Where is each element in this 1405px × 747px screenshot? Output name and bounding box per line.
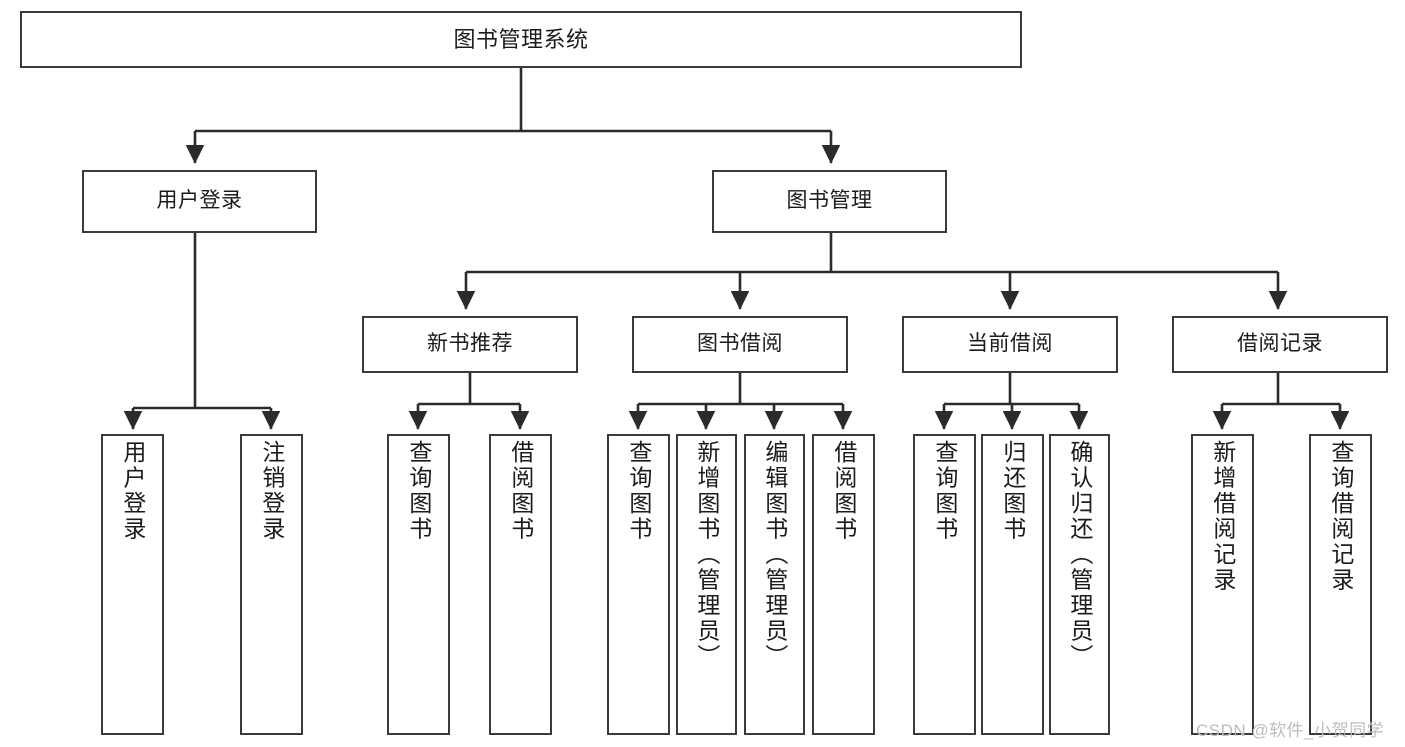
node-book-borrow[interactable]: 图书借阅 xyxy=(632,316,848,373)
node-label: 新增借阅记录 xyxy=(1209,440,1236,593)
node-borrow-record[interactable]: 借阅记录 xyxy=(1172,316,1388,373)
node-label: 借阅记录 xyxy=(1237,332,1323,356)
node-leaf-borrow-book[interactable]: 借阅图书 xyxy=(812,434,875,735)
node-leaf-return-book[interactable]: 归还图书 xyxy=(981,434,1044,735)
node-leaf-query-borrow-record[interactable]: 查询借阅记录 xyxy=(1309,434,1372,735)
node-label: 查询图书 xyxy=(625,440,652,542)
node-label: 借阅图书 xyxy=(830,440,857,542)
node-label: 查询图书 xyxy=(931,440,958,542)
node-leaf-logout-login[interactable]: 注销登录 xyxy=(240,434,303,735)
node-label: 用户登录 xyxy=(156,189,243,213)
node-leaf-query-book-borrow[interactable]: 查询图书 xyxy=(607,434,670,735)
node-label: 查询借阅记录 xyxy=(1327,440,1354,593)
node-label: 注销登录 xyxy=(258,440,285,542)
node-label: 新书推荐 xyxy=(427,332,513,356)
node-label: 图书管理系统 xyxy=(453,26,589,52)
node-label: 图书管理 xyxy=(786,189,873,213)
node-user-login[interactable]: 用户登录 xyxy=(82,170,317,233)
node-leaf-borrow-book-recommend[interactable]: 借阅图书 xyxy=(489,434,552,735)
node-leaf-add-book-admin[interactable]: 新增图书（管理员） xyxy=(676,434,737,735)
node-leaf-user-login[interactable]: 用户登录 xyxy=(101,434,164,735)
node-label: 当前借阅 xyxy=(967,332,1053,356)
node-label: 新增图书（管理员） xyxy=(693,440,720,670)
node-label: 借阅图书 xyxy=(507,440,534,542)
node-label: 编辑图书（管理员） xyxy=(761,440,788,670)
node-label: 归还图书 xyxy=(999,440,1026,542)
csdn-watermark: CSDN @软件_小贺同学 xyxy=(1196,721,1385,740)
node-label: 图书借阅 xyxy=(697,332,783,356)
node-label: 确认归还（管理员） xyxy=(1066,440,1093,670)
node-leaf-confirm-return-admin[interactable]: 确认归还（管理员） xyxy=(1049,434,1110,735)
node-root-book-management-system[interactable]: 图书管理系统 xyxy=(20,11,1022,68)
node-label: 查询图书 xyxy=(405,440,432,542)
node-new-book-recommend[interactable]: 新书推荐 xyxy=(362,316,578,373)
node-leaf-query-book-current[interactable]: 查询图书 xyxy=(913,434,976,735)
node-book-management[interactable]: 图书管理 xyxy=(712,170,947,233)
node-label: 用户登录 xyxy=(119,440,146,542)
node-leaf-query-book-recommend[interactable]: 查询图书 xyxy=(387,434,450,735)
node-current-borrow[interactable]: 当前借阅 xyxy=(902,316,1118,373)
node-leaf-edit-book-admin[interactable]: 编辑图书（管理员） xyxy=(744,434,805,735)
node-leaf-add-borrow-record[interactable]: 新增借阅记录 xyxy=(1191,434,1254,735)
